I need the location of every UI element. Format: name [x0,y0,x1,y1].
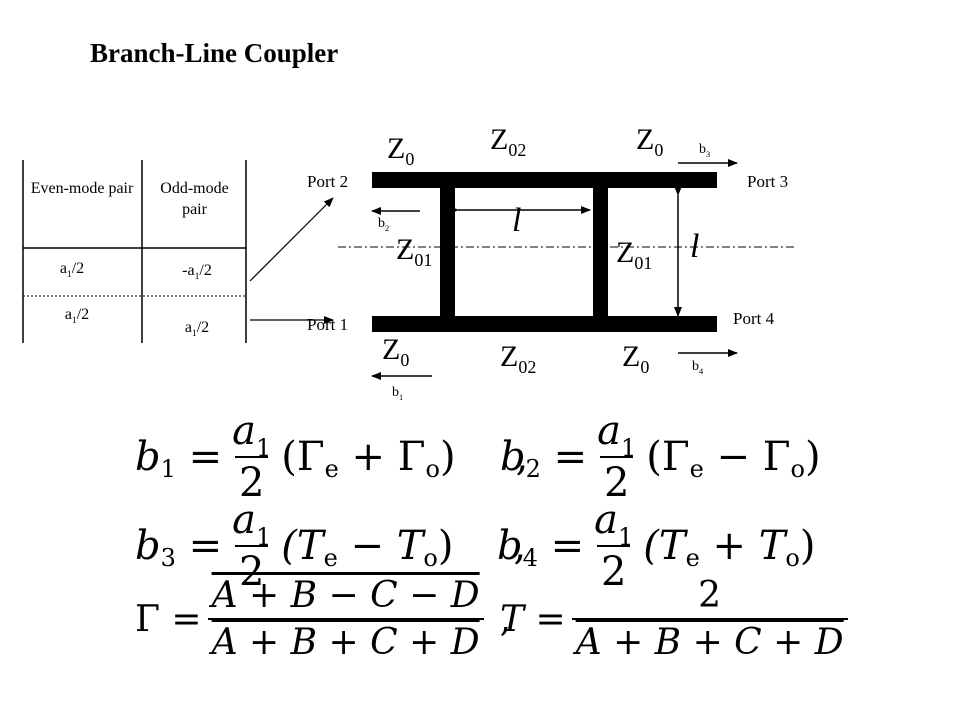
mode-table: Even-mode pair Odd-mode pair a1/2 -a1/2 … [22,160,247,343]
header-odd: Odd-mode pair [160,180,229,218]
z0-bottom-right: Z0 [622,340,650,377]
cell-odd-1: -a1/2 [182,262,212,283]
cell-even-2: a1/2 [64,306,90,327]
port-2-label: Port 2 [307,172,349,191]
length-label-vertical: l [690,228,700,265]
right-stub [593,172,608,332]
z02-top: Z02 [490,123,527,160]
left-stub [440,172,455,332]
port-4-label: Port 4 [733,309,775,328]
even-pointer [249,197,334,282]
z0-top-right: Z0 [636,123,664,160]
cell-odd-2: a1/2 [184,319,210,340]
b1-label: b1 [392,385,404,402]
port-3-label: Port 3 [747,172,789,191]
z0-top-left: Z0 [387,132,415,169]
top-line [372,172,717,188]
b4-label: b4 [692,359,704,376]
z01-right: Z01 [616,236,653,273]
page-title: Branch-Line Coupler [90,38,339,68]
table-grid [22,160,247,343]
z02-bottom: Z02 [500,340,537,377]
bottom-line [372,316,717,332]
coupler-diagram [249,159,795,380]
port-1-label: Port 1 [307,315,349,334]
b2-label: b2 [378,216,390,233]
z01-left: Z01 [396,233,433,270]
cell-even-1: a1/2 [59,260,85,281]
length-label-horizontal: l [512,202,522,239]
header-even: Even-mode pair [30,180,134,197]
b3-label: b3 [699,142,711,159]
z0-bottom-left: Z0 [382,333,410,370]
